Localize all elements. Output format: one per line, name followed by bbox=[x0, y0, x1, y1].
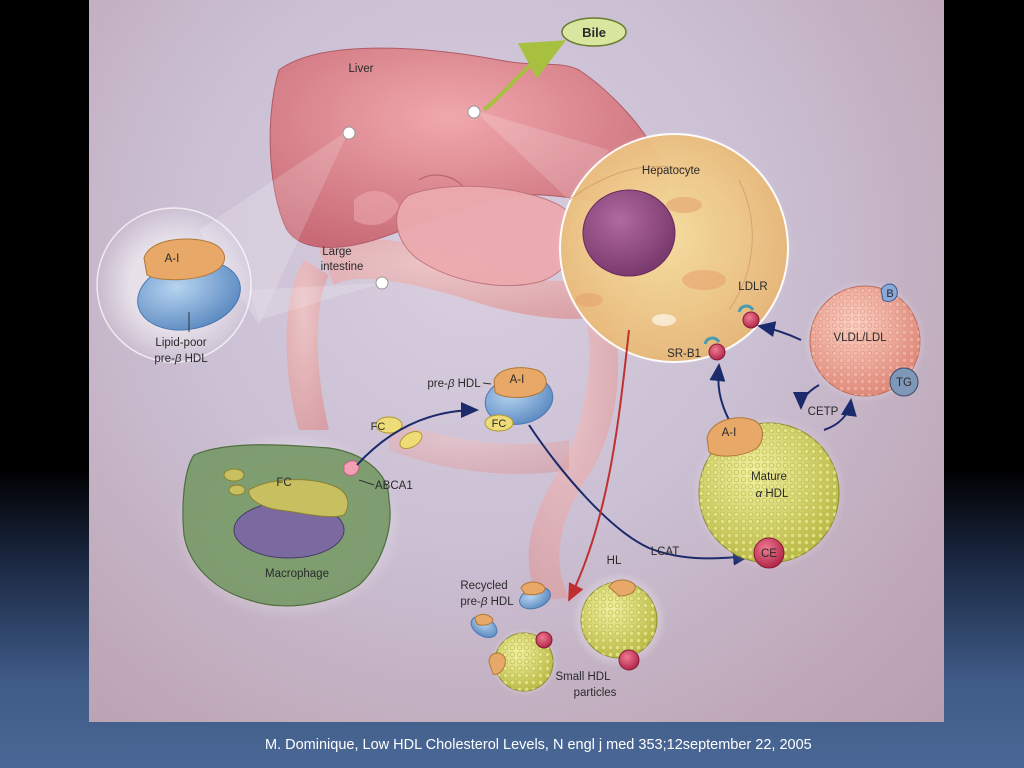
cetp-arrow-down bbox=[793, 384, 820, 410]
bile-arrow bbox=[482, 40, 567, 112]
vldl-ldl-particle: B VLDL/LDL TG bbox=[803, 279, 927, 403]
pre-beta-hdl-label: pre-β HDL bbox=[427, 378, 481, 390]
lipid-poor-label-1: Lipid-poor bbox=[155, 337, 206, 349]
ldlr-receptor bbox=[742, 311, 760, 329]
free-cholesterol: FC bbox=[371, 416, 423, 450]
pre-beta-hdl: A-I FC pre-β HDL bbox=[427, 367, 554, 432]
pre-beta-fc-label: FC bbox=[492, 418, 507, 430]
intestine-pointer bbox=[375, 276, 389, 290]
hepatocyte-nucleus bbox=[582, 189, 676, 277]
lcat-arrow bbox=[528, 424, 751, 566]
large-intestine-label-1: Large bbox=[322, 246, 351, 258]
hl-label: HL bbox=[607, 555, 622, 567]
lcat-label: LCAT bbox=[651, 546, 680, 558]
apoa1-protein bbox=[143, 238, 225, 281]
macrophage-fc-label: FC bbox=[276, 477, 291, 489]
a1-label: A-I bbox=[165, 253, 180, 265]
large-intestine-label-2: intestine bbox=[321, 261, 364, 273]
cetp-arrow-up bbox=[823, 398, 857, 431]
liver-organ bbox=[269, 47, 667, 287]
hepatocyte-callout: Hepatocyte LDLR SR-B1 bbox=[554, 128, 794, 368]
hl-arrow bbox=[568, 329, 630, 602]
pre-beta-a1-label: A-I bbox=[510, 374, 525, 386]
efflux-arrow bbox=[356, 402, 479, 466]
lipid-poor-hdl-callout: A-I Lipid-poor pre-β HDL bbox=[94, 205, 254, 365]
hdl-metabolism-diagram: Bile Liver Large intestine A-I Lipid-poo… bbox=[94, 17, 927, 699]
citation-caption: M. Dominique, Low HDL Cholesterol Levels… bbox=[265, 737, 812, 753]
vldl-ldl-label: VLDL/LDL bbox=[833, 332, 887, 344]
free-fc-label: FC bbox=[371, 421, 386, 433]
tg-label: TG bbox=[896, 377, 912, 389]
mature-label-2: α HDL bbox=[756, 488, 789, 500]
ce-label: CE bbox=[761, 548, 777, 560]
lipid-poor-label-2: pre-β HDL bbox=[154, 353, 208, 365]
b-label: B bbox=[886, 288, 893, 300]
small-hdl-label-2: particles bbox=[574, 687, 617, 699]
small-hdl-label-1: Small HDL bbox=[556, 671, 612, 683]
srb1-receptor bbox=[708, 343, 726, 361]
small-hdl-particles: Small HDL particles bbox=[488, 572, 667, 699]
recycled-pre-beta-hdl: Recycled pre-β HDL bbox=[460, 580, 551, 638]
recycled-label-1: Recycled bbox=[460, 580, 507, 592]
ldlr-label: LDLR bbox=[738, 281, 767, 293]
mature-label-1: Mature bbox=[751, 471, 787, 483]
liver-pointer bbox=[342, 126, 356, 140]
mature-a1-label: A-I bbox=[722, 427, 737, 439]
bile-label: Bile bbox=[582, 25, 606, 40]
liver-label: Liver bbox=[349, 63, 374, 75]
ldlr-uptake-arrow bbox=[757, 321, 802, 341]
abca1-transporter bbox=[343, 460, 360, 476]
hepatocyte-label: Hepatocyte bbox=[642, 165, 700, 177]
srb1-uptake-arrow bbox=[709, 363, 730, 421]
bile-label-pill: Bile bbox=[561, 17, 627, 47]
cetp-label: CETP bbox=[808, 406, 839, 418]
recycled-label-2: pre-β HDL bbox=[460, 596, 514, 608]
hepatocyte-pointer bbox=[467, 105, 481, 119]
mature-alpha-hdl: A-I Mature α HDL CE bbox=[691, 415, 847, 571]
srb1-label: SR-B1 bbox=[667, 348, 701, 360]
macrophage-cell: FC Macrophage bbox=[174, 430, 404, 620]
abca1-label: ABCA1 bbox=[375, 480, 413, 492]
hdl-metabolism-figure: Bile Liver Large intestine A-I Lipid-poo… bbox=[89, 0, 944, 722]
macrophage-label: Macrophage bbox=[265, 568, 329, 580]
